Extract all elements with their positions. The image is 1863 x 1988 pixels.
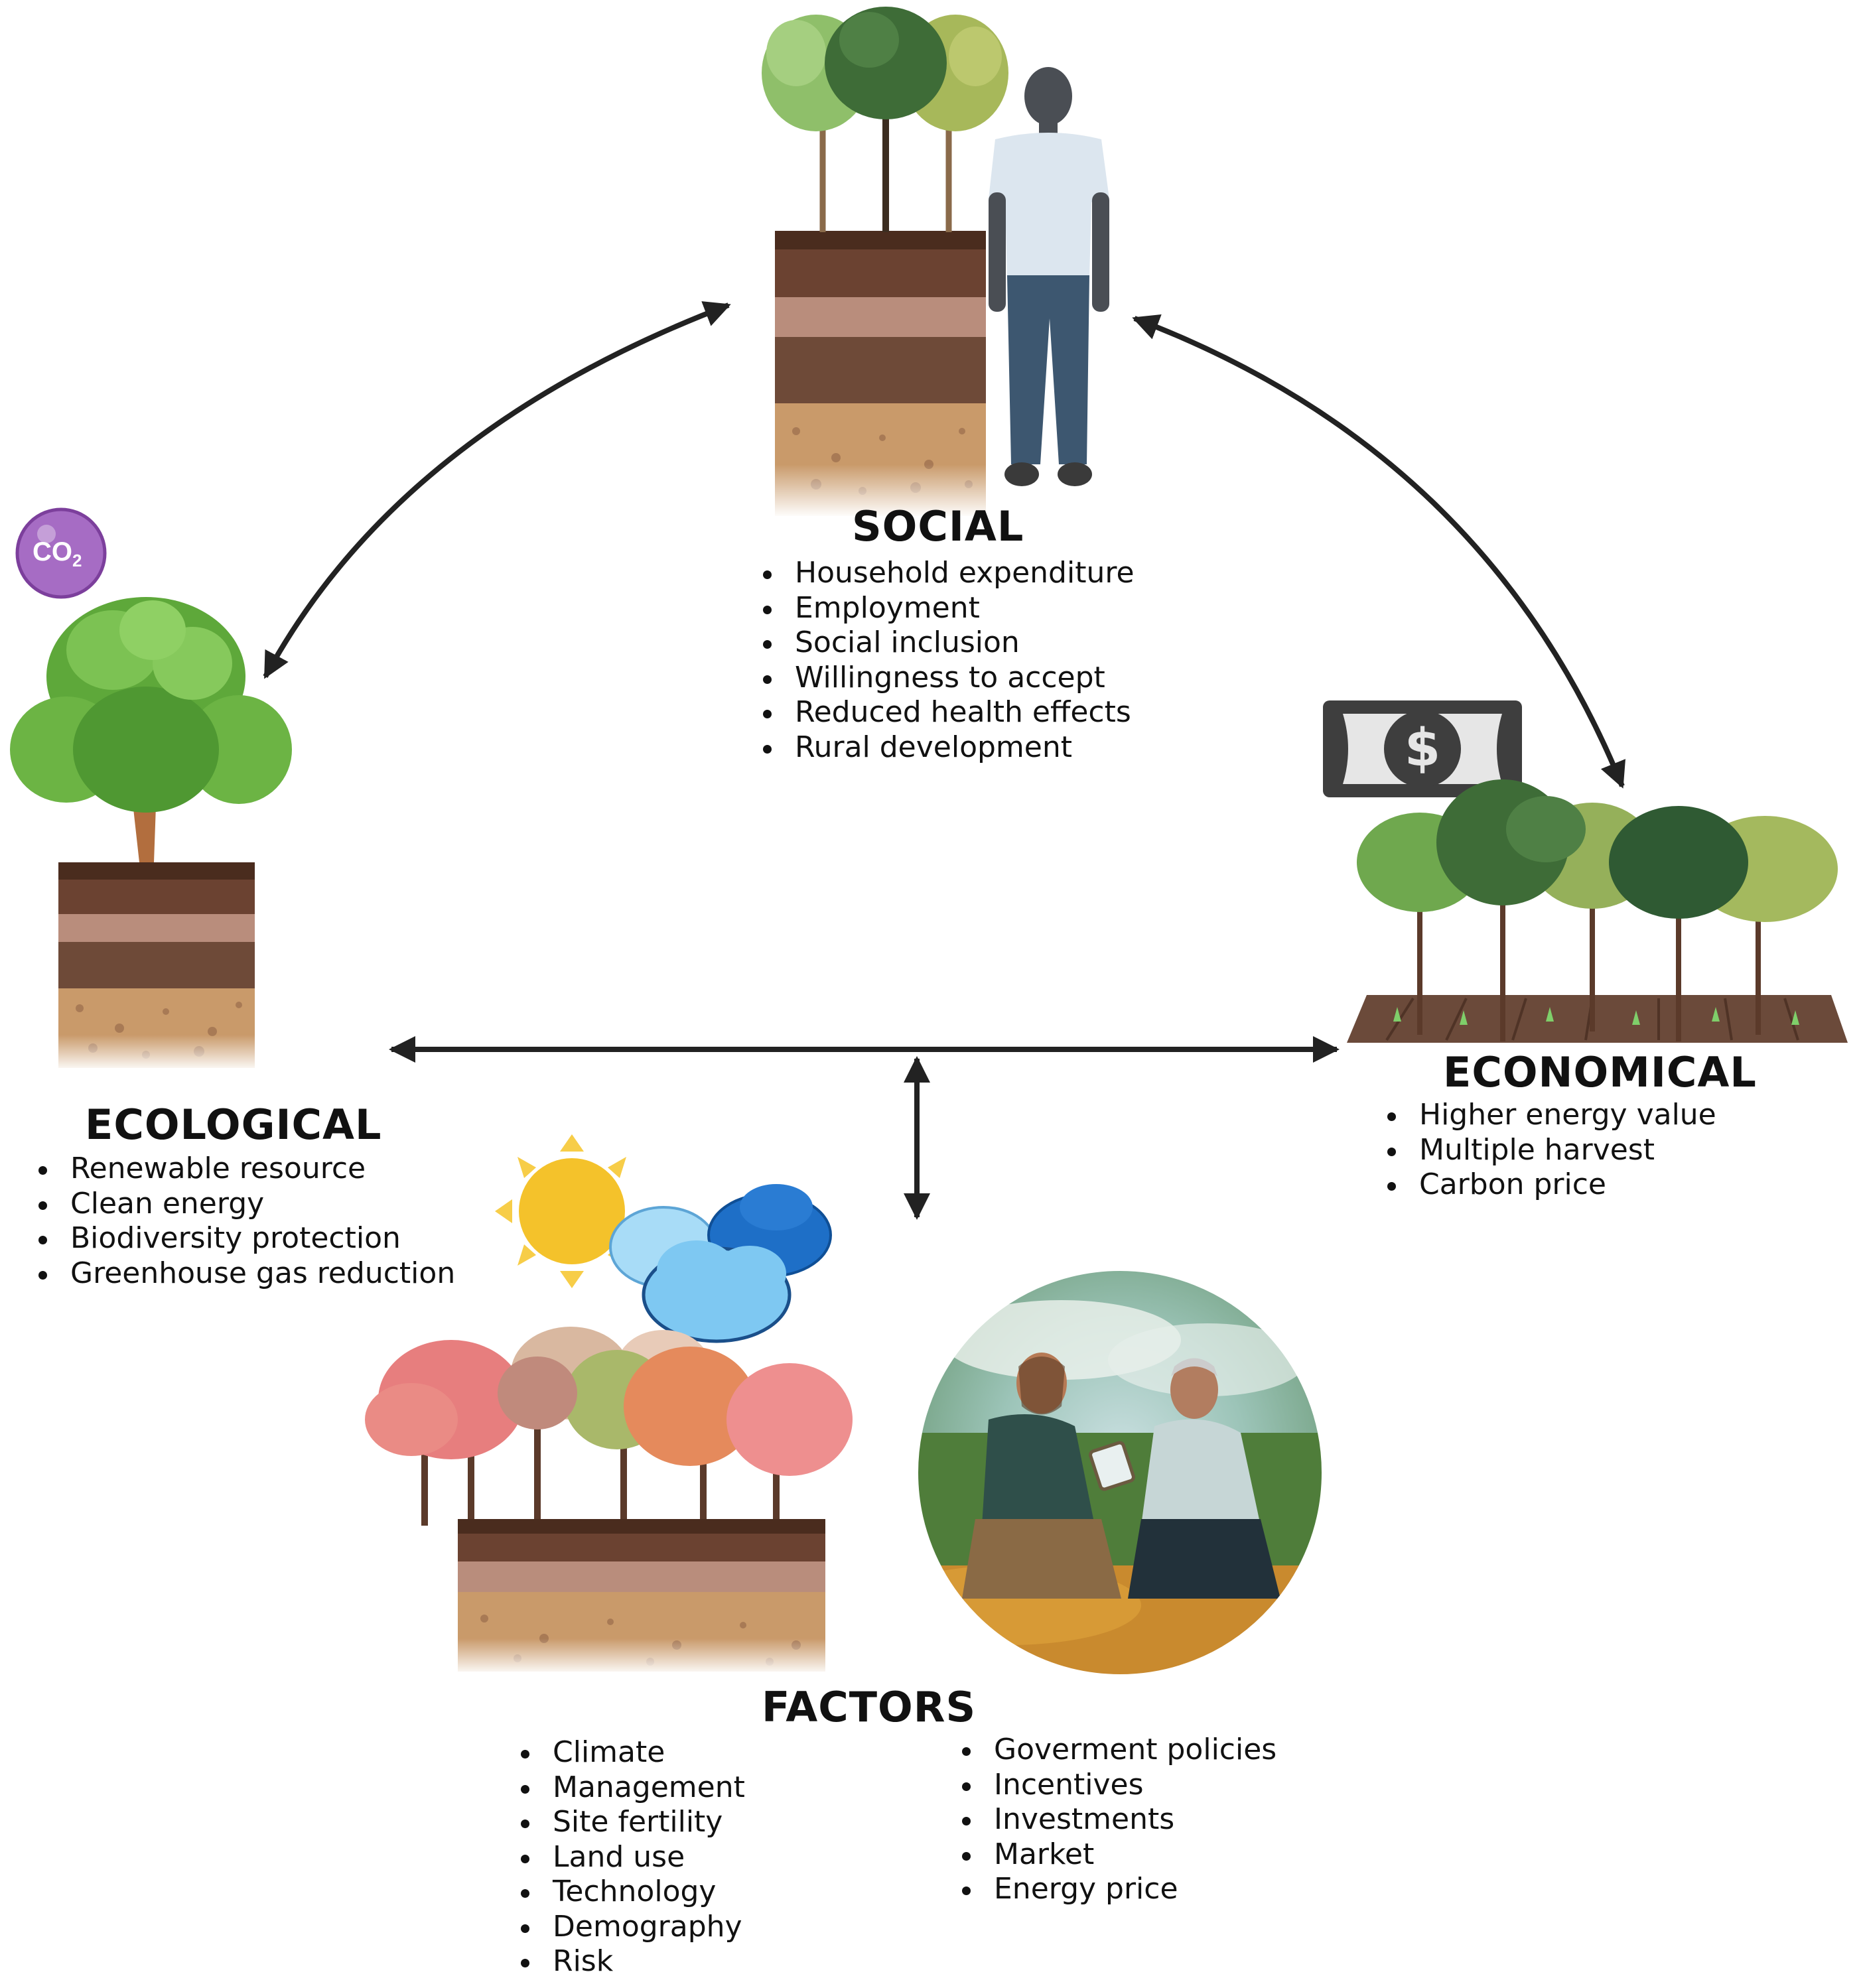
factors-illustration: [365, 1134, 1323, 1676]
farmers-photo: [918, 1270, 1322, 1675]
cloud-icon: [609, 1184, 832, 1343]
dollar-bill-icon: [1323, 700, 1522, 797]
tree-icon: [10, 597, 292, 862]
factors-section: FACTORS: [762, 1683, 977, 1731]
social-title: SOCIAL: [852, 502, 1024, 551]
list-item: Greenhouse gas reduction: [34, 1256, 455, 1292]
ecological-illustration: [10, 507, 292, 1071]
list-item: Incentives: [958, 1768, 1276, 1803]
tree-icon: [762, 7, 1008, 232]
ecological-title: ECOLOGICAL: [85, 1100, 382, 1149]
social-section: SOCIAL Household expenditure Employment …: [759, 502, 1135, 765]
arrow-social-ecological: [263, 301, 731, 679]
list-item: Market: [958, 1837, 1276, 1873]
list-item: Rural development: [759, 730, 1135, 765]
list-item: Technology: [517, 1875, 745, 1910]
list-item: Higher energy value: [1383, 1098, 1757, 1133]
sun-icon: [495, 1134, 626, 1288]
list-item: Multiple harvest: [1383, 1133, 1757, 1168]
arrow-social-economical: [1132, 314, 1625, 789]
list-item: Reduced health effects: [759, 695, 1135, 730]
dollar-symbol: $: [1404, 718, 1441, 778]
person-icon: [989, 67, 1109, 486]
economical-illustration: [1323, 700, 1848, 1043]
list-item: Clean energy: [34, 1187, 455, 1222]
factors-left-list: Climate Management Site fertility Land u…: [517, 1735, 745, 1979]
arrows: [263, 301, 1625, 1220]
list-item: Biodiversity protection: [34, 1221, 455, 1256]
list-item: Goverment policies: [958, 1733, 1276, 1768]
social-illustration: [762, 7, 1109, 517]
co2-bubble-icon: [15, 507, 107, 599]
list-item: Renewable resource: [34, 1152, 455, 1187]
economical-section: ECONOMICAL Higher energy value Multiple …: [1383, 1048, 1757, 1203]
factors-title: FACTORS: [762, 1683, 977, 1731]
co2-label: CO2: [33, 537, 82, 570]
economical-title: ECONOMICAL: [1443, 1048, 1757, 1096]
list-item: Household expenditure: [759, 556, 1135, 591]
list-item: Land use: [517, 1840, 745, 1875]
list-item: Carbon price: [1383, 1167, 1757, 1203]
economical-list: Higher energy value Multiple harvest Car…: [1383, 1098, 1757, 1203]
ecological-section: ECOLOGICAL Renewable resource Clean ener…: [34, 1102, 455, 1291]
list-item: Investments: [958, 1802, 1276, 1837]
list-item: Site fertility: [517, 1805, 745, 1840]
list-item: Employment: [759, 591, 1135, 626]
list-item: Climate: [517, 1735, 745, 1770]
ecological-list: Renewable resource Clean energy Biodiver…: [34, 1152, 455, 1291]
factors-right-list: Goverment policies Incentives Investment…: [958, 1733, 1276, 1907]
social-list: Household expenditure Employment Social …: [759, 556, 1135, 765]
list-item: Willingness to accept: [759, 661, 1135, 696]
list-item: Risk: [517, 1944, 745, 1979]
list-item: Demography: [517, 1910, 745, 1945]
list-item: Energy price: [958, 1872, 1276, 1907]
list-item: Management: [517, 1770, 745, 1806]
list-item: Social inclusion: [759, 626, 1135, 661]
